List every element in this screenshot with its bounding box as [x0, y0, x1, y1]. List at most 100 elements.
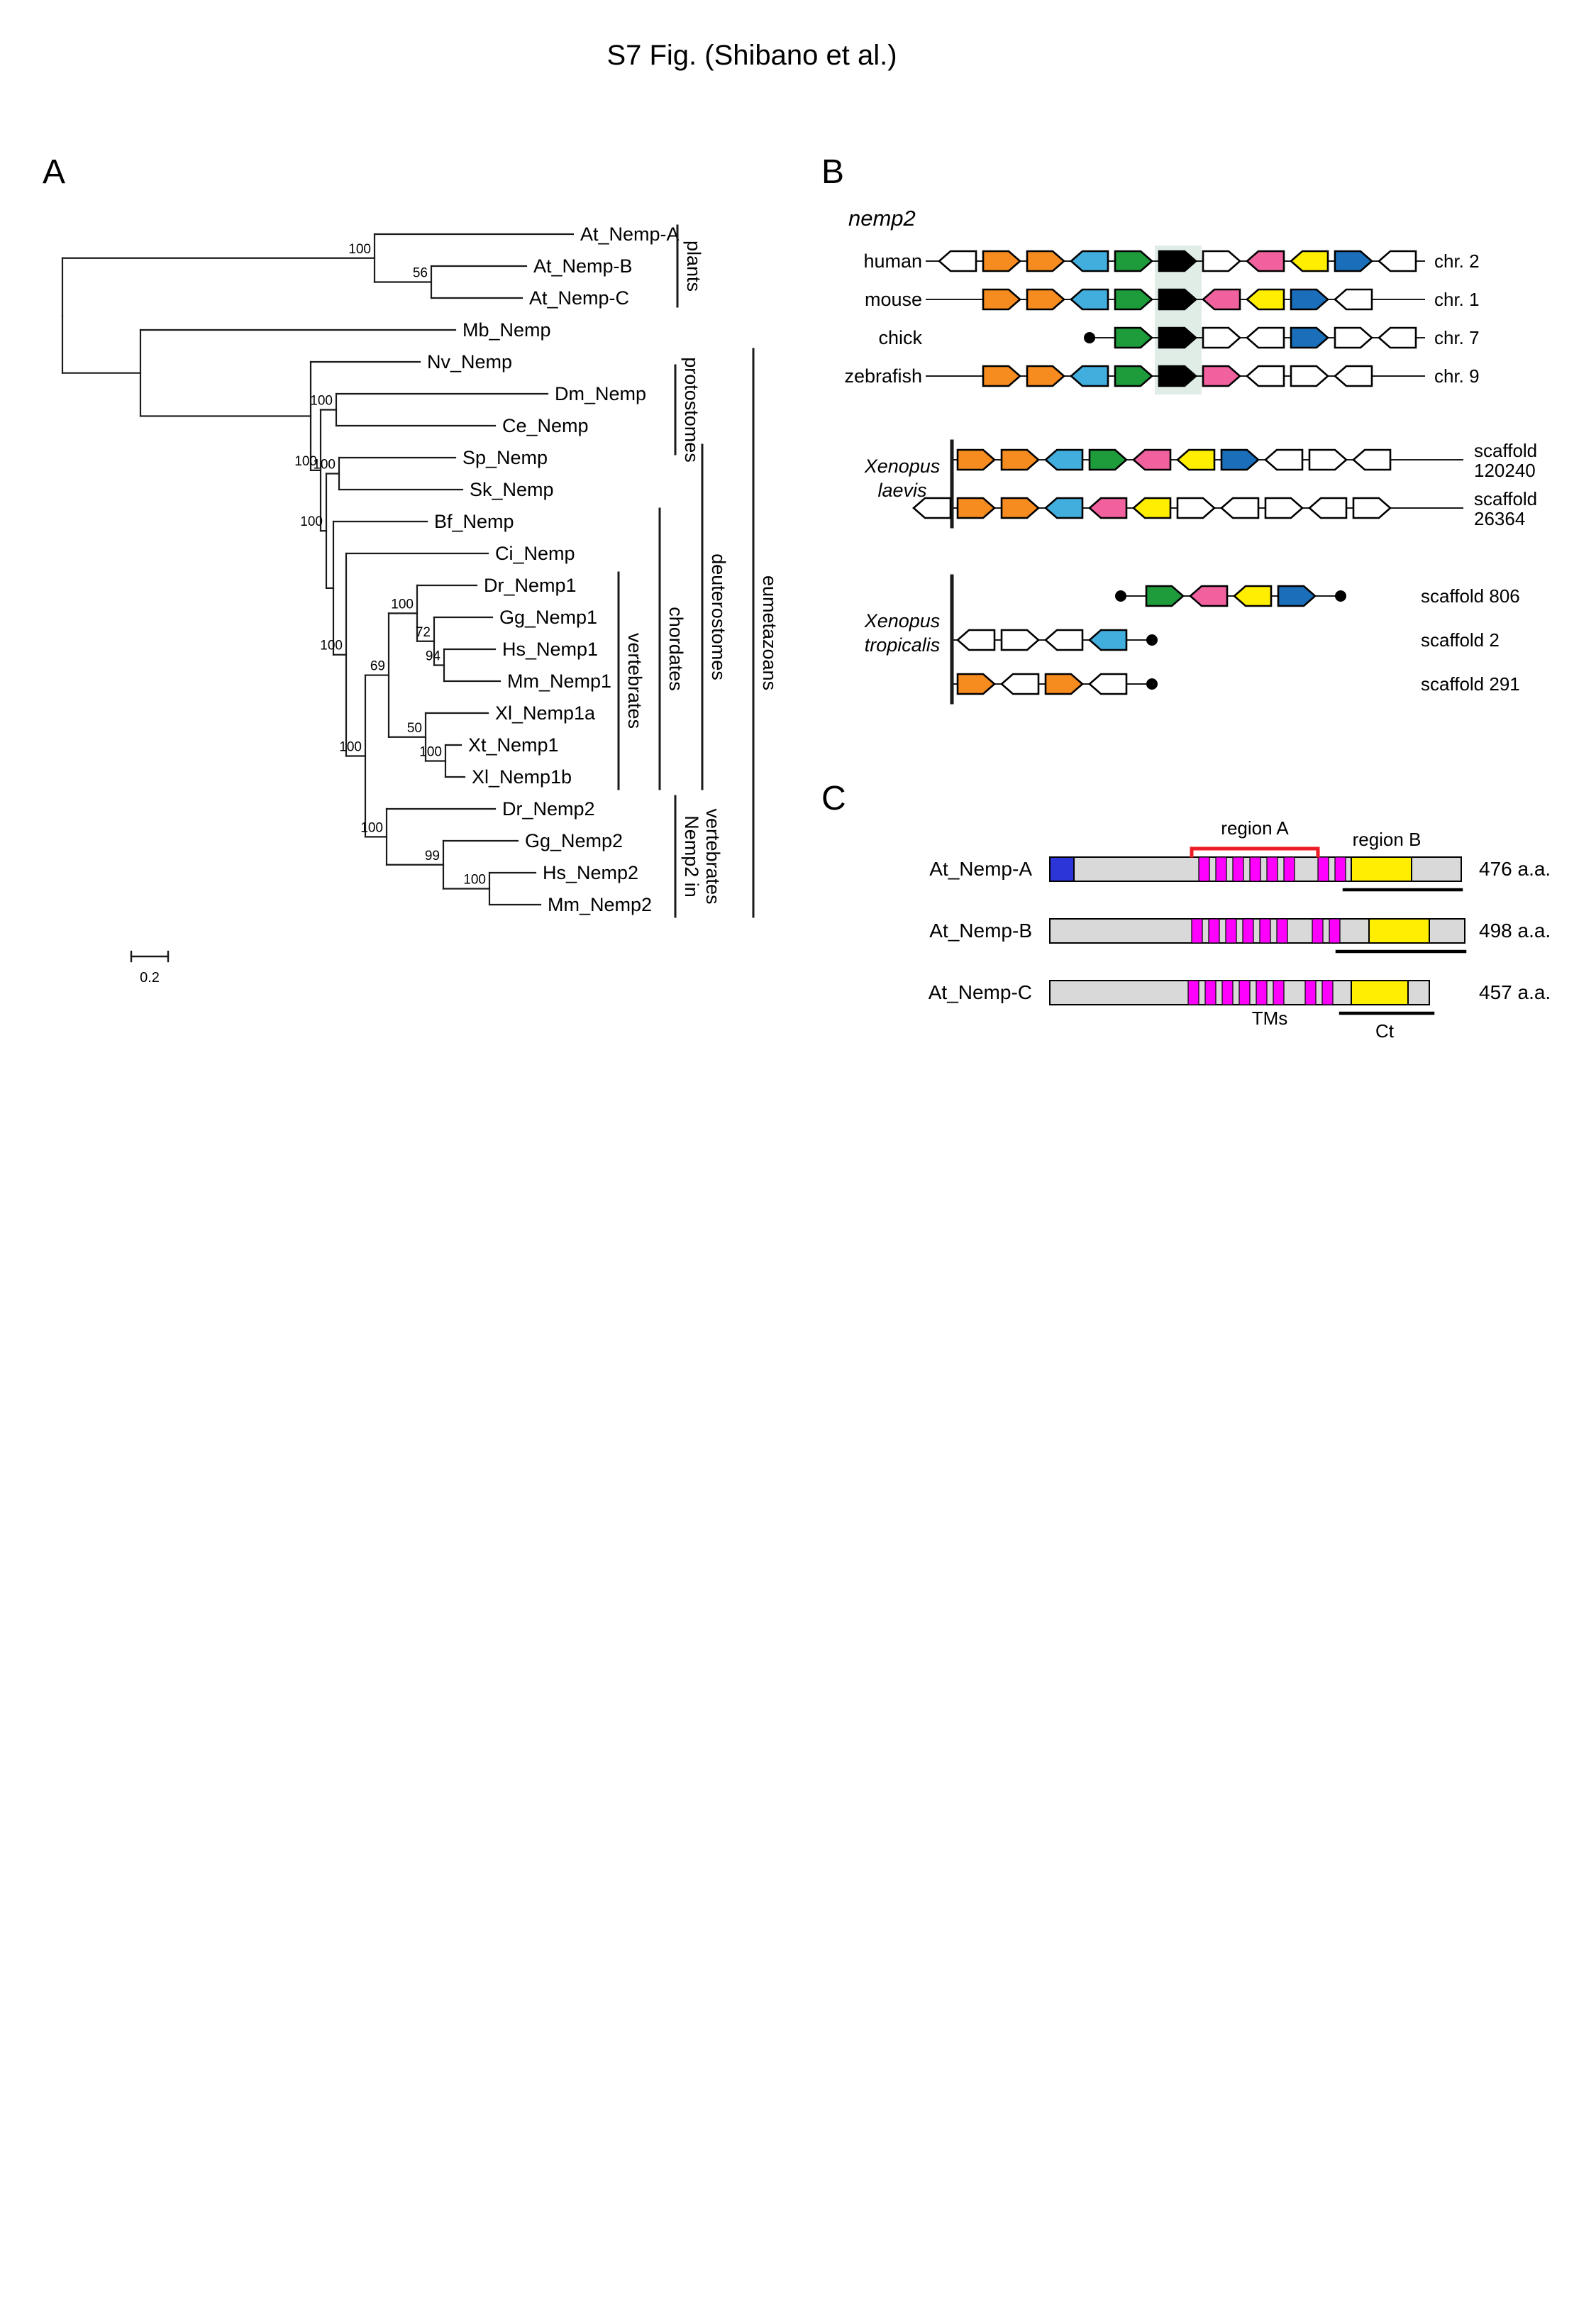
scaffold-end-dot: [1084, 332, 1095, 343]
gene-arrow-white: [1378, 326, 1417, 349]
tm-segment: [1334, 856, 1346, 882]
gene-arrow-orange: [956, 497, 996, 519]
clade-label: vertebrates: [702, 808, 724, 904]
gene-arrow-green: [1114, 250, 1153, 272]
bootstrap-value: 69: [370, 659, 385, 674]
gene-arrow-white: [1378, 250, 1417, 272]
tm-segment: [1317, 856, 1329, 882]
tm-segment: [1191, 918, 1203, 944]
tm-segment: [1304, 980, 1317, 1005]
gene-arrow-cyan: [1044, 448, 1084, 471]
bootstrap-value: 100: [294, 454, 317, 469]
gene-arrow-orange: [982, 288, 1021, 311]
region-b-domain: [1351, 980, 1409, 1005]
taxon-label: Sk_Nemp: [470, 479, 554, 500]
taxon-label: Xl_Nemp1b: [472, 766, 572, 788]
gene-arrow-green: [1114, 365, 1153, 387]
synteny-row-label: mouse: [865, 289, 922, 310]
gene-arrow-blue: [1290, 326, 1329, 349]
gene-arrow-yellow: [1246, 288, 1285, 311]
clade-label: protostomes: [681, 357, 702, 463]
gene-arrow-orange: [1026, 250, 1065, 272]
tm-segment: [1329, 918, 1341, 944]
synteny-row-label: chick: [878, 327, 922, 348]
taxon-label: Dr_Nemp1: [484, 575, 577, 596]
bootstrap-value: 100: [348, 242, 371, 257]
taxon-label: Mm_Nemp1: [507, 671, 611, 692]
taxon-label: Nv_Nemp: [427, 351, 512, 373]
location-label: scaffold: [1474, 440, 1537, 461]
gene-arrow-white: [1246, 365, 1285, 387]
ct-label: Ct: [1375, 1020, 1395, 1042]
protein-name: At_Nemp-A: [929, 858, 1032, 880]
taxon-label: Gg_Nemp1: [499, 607, 597, 628]
gene-arrow-blue: [1220, 448, 1260, 471]
taxon-label: Dr_Nemp2: [502, 798, 595, 820]
location-label: chr. 2: [1434, 250, 1480, 272]
scale-bar-label: 0.2: [140, 970, 160, 986]
gene-arrow-white: [1264, 448, 1304, 471]
gene-arrow-black: [1158, 326, 1197, 349]
figure-title: S7 Fig. (Shibano et al.): [606, 40, 897, 71]
location-label: chr. 9: [1434, 365, 1480, 387]
gene-arrow-orange: [956, 673, 996, 695]
tm-segment: [1256, 980, 1268, 1005]
gene-arrow-white: [1044, 629, 1084, 651]
synteny-row-label: zebrafish: [844, 365, 922, 387]
gene-arrow-white: [1334, 288, 1373, 311]
tm-segment: [1259, 918, 1271, 944]
taxon-label: Sp_Nemp: [462, 447, 548, 468]
gene-arrow-white: [1264, 497, 1304, 519]
tm-segment: [1221, 980, 1234, 1005]
gene-arrow-yellow: [1132, 497, 1172, 519]
tm-segment: [1266, 856, 1278, 882]
taxon-label: At_Nemp-A: [580, 224, 680, 245]
species-label: Xenopus: [864, 610, 941, 631]
protein-length: 457 a.a.: [1479, 981, 1551, 1003]
tm-segment: [1208, 918, 1220, 944]
clade-label: deuterostomes: [708, 553, 729, 680]
gene-arrow-cyan: [1070, 250, 1109, 272]
gene-arrow-white: [956, 629, 996, 651]
bootstrap-value: 100: [419, 745, 442, 760]
gene-arrow-white: [1290, 365, 1329, 387]
taxon-label: Dm_Nemp: [555, 383, 646, 404]
gene-arrow-white: [1308, 448, 1348, 471]
location-label: scaffold 806: [1421, 585, 1520, 607]
location-label: scaffold 2: [1421, 629, 1500, 651]
bootstrap-value: 50: [407, 721, 422, 736]
gene-arrow-orange: [982, 250, 1021, 272]
region-a-label: region A: [1221, 817, 1289, 839]
tm-segment: [1238, 980, 1251, 1005]
gene-arrow-yellow: [1176, 448, 1216, 471]
gene-arrow-magenta: [1202, 288, 1241, 311]
tm-segment: [1276, 918, 1288, 944]
clade-label: vertebrates: [624, 633, 645, 729]
scaffold-end-dot: [1146, 678, 1158, 690]
scaffold-end-dot: [1146, 634, 1158, 646]
location-label: chr. 7: [1434, 327, 1480, 348]
scaffold-end-dot: [1335, 590, 1346, 602]
gene-arrow-white: [1000, 629, 1040, 651]
gene-arrow-black: [1158, 288, 1197, 311]
gene-arrow-green: [1114, 288, 1153, 311]
gene-arrow-green: [1088, 448, 1128, 471]
panel-a-label: A: [43, 153, 66, 191]
tm-segment: [1321, 980, 1334, 1005]
gene-arrow-magenta: [1088, 497, 1128, 519]
location-label: scaffold 291: [1421, 673, 1520, 695]
tm-segment: [1225, 918, 1237, 944]
taxon-label: Ci_Nemp: [495, 543, 575, 564]
gene-arrow-white: [1334, 365, 1373, 387]
bootstrap-value: 72: [416, 625, 431, 640]
taxon-label: Mm_Nemp2: [548, 894, 652, 915]
taxon-label: At_Nemp-B: [533, 255, 633, 277]
gene-arrow-green: [1145, 585, 1185, 607]
taxon-label: Xt_Nemp1: [468, 734, 559, 756]
gene-arrow-magenta: [1202, 365, 1241, 387]
gene-arrow-white: [938, 250, 977, 272]
synteny-title: nemp2: [848, 206, 916, 231]
protein-length: 498 a.a.: [1479, 920, 1551, 942]
tm-segment: [1249, 856, 1261, 882]
